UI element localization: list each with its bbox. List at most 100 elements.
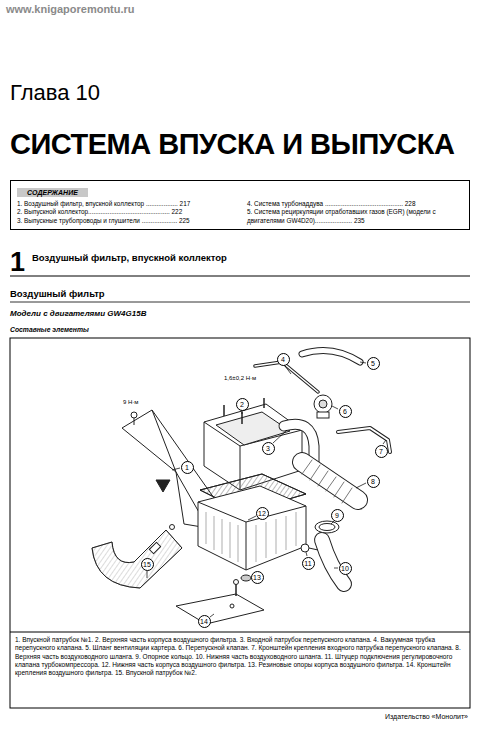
contents-box: СОДЕРЖАНИЕ 1. Воздушный фильтр, впускной … [10,180,470,230]
pipe-clamp [149,542,160,553]
callout-number: 11 [304,560,311,567]
lower-air-hose-fill [322,540,344,584]
callout-number: 7 [379,448,383,455]
callout-circle: 2 [236,398,249,411]
housing-ribs [206,512,296,562]
leader-line [273,430,287,443]
intake-pipe-2 [92,530,182,588]
subsection-heading: Воздушный фильтр [10,289,105,300]
model-heading: Модели с двигателями GW4G15B [10,309,146,318]
callout-circle: 11 [302,557,315,570]
section-number: 1 [10,247,25,278]
leader-lines [147,362,386,617]
contents-item: 3. Выпускные трубопроводы и глушители ..… [17,217,233,225]
bypass-valve-port [317,412,329,418]
watermark: www.knigaporemontu.ru [6,3,135,16]
screw [170,525,175,530]
contents-header: СОДЕРЖАНИЕ [17,188,88,197]
vacuum-tube [255,362,318,392]
leader-line [242,411,243,414]
publisher: Издательство «Монолит» [385,713,468,721]
leader-line [306,552,307,556]
turbo-valve-fitting [301,544,309,552]
vacuum-tube-fill [255,362,318,392]
callout-circle: 13 [251,571,264,584]
contents-columns: 1. Воздушный фильтр, впускной коллектор … [17,200,463,225]
bypass-valve [314,395,332,413]
callout-circle: 14 [198,615,211,628]
hose-corrugation [302,460,352,503]
contents-item: 5. Система рециркуляции отработавших газ… [247,208,463,225]
callout-number: 1 [185,464,189,471]
callout-number: 6 [343,408,347,415]
figure-heading: Составные элементы [10,326,89,334]
contents-item: 1. Воздушный фильтр, впускной коллектор … [17,200,233,208]
callout-circle: 4 [277,353,290,366]
callout-number: 2 [240,401,244,408]
upper-housing-lid [216,412,290,445]
callout-number: 3 [266,445,270,452]
contents-column: 4. Система турбонаддува ................… [247,200,463,225]
figure-caption: 1. Впускной патрубок №1. 2. Верхняя част… [15,636,467,678]
screw [241,412,243,424]
callout-number: 8 [371,478,375,485]
upper-air-hose [302,462,358,500]
bolt [134,418,135,425]
leader-line [383,440,386,444]
callout-circle: 3 [262,442,275,455]
callout-number: 12 [258,510,266,517]
crankcase-vent-hose [302,350,360,362]
screw [223,405,225,416]
section-rule [10,276,470,277]
upper-air-hose-fill [302,462,358,500]
contents-item: 4. Система турбонаддува ................… [247,200,463,208]
intake-pipe-2-ribs [92,530,182,588]
leader-line [285,366,291,374]
callout-circle: 8 [367,475,380,488]
leader-line [147,571,148,578]
contents-item: 2. Выпускной коллектор..................… [17,208,233,216]
leader-line [360,362,366,363]
callout-number: 4 [281,356,285,363]
lower-housing [198,486,306,570]
chapter-title: СИСТЕМА ВПУСКА И ВЫПУСКА [10,128,454,161]
chapter-number: Глава 10 [10,80,100,105]
callout-circle: 5 [367,357,380,370]
callout-number: 10 [341,565,349,572]
callout-number: 13 [253,574,261,581]
pipe-logo [156,480,170,492]
torque-value: 1,6±0,2 Н·м [224,375,256,382]
caption-divider [10,632,470,633]
bypass-valve-core [319,400,327,408]
figure-frame [10,338,470,708]
callout-number: 5 [371,360,375,367]
section-heading: Воздушный фильтр, впускной коллектор [32,253,227,264]
lower-housing-edges [198,502,306,570]
leader-line [334,568,338,569]
leader-line [248,516,256,520]
bolt [235,584,237,596]
callout-circle: 10 [339,562,352,575]
callout-circle: 15 [141,558,154,571]
support-ring-inner [319,524,335,531]
screw [263,398,265,408]
leader-line [210,614,214,617]
leader-line [331,521,334,524]
nut [131,412,137,418]
callout-circle: 7 [375,445,388,458]
callout-circle: 12 [256,507,269,520]
bolt-head [230,604,234,608]
lower-air-hose [322,540,344,584]
callout-circle: 9 [331,509,344,522]
leader-line [332,406,338,409]
contents-column: 1. Воздушный фильтр, впускной коллектор … [17,200,233,225]
leader-line [356,483,366,488]
crankcase-vent-hose-fill [302,350,360,362]
filter-bracket [176,594,264,624]
rubber-mount [241,575,251,581]
torque-value: 9 Н·м [123,399,138,406]
support-ring [315,521,339,533]
subsection-rule [10,302,470,303]
callout-number: 9 [335,512,339,519]
